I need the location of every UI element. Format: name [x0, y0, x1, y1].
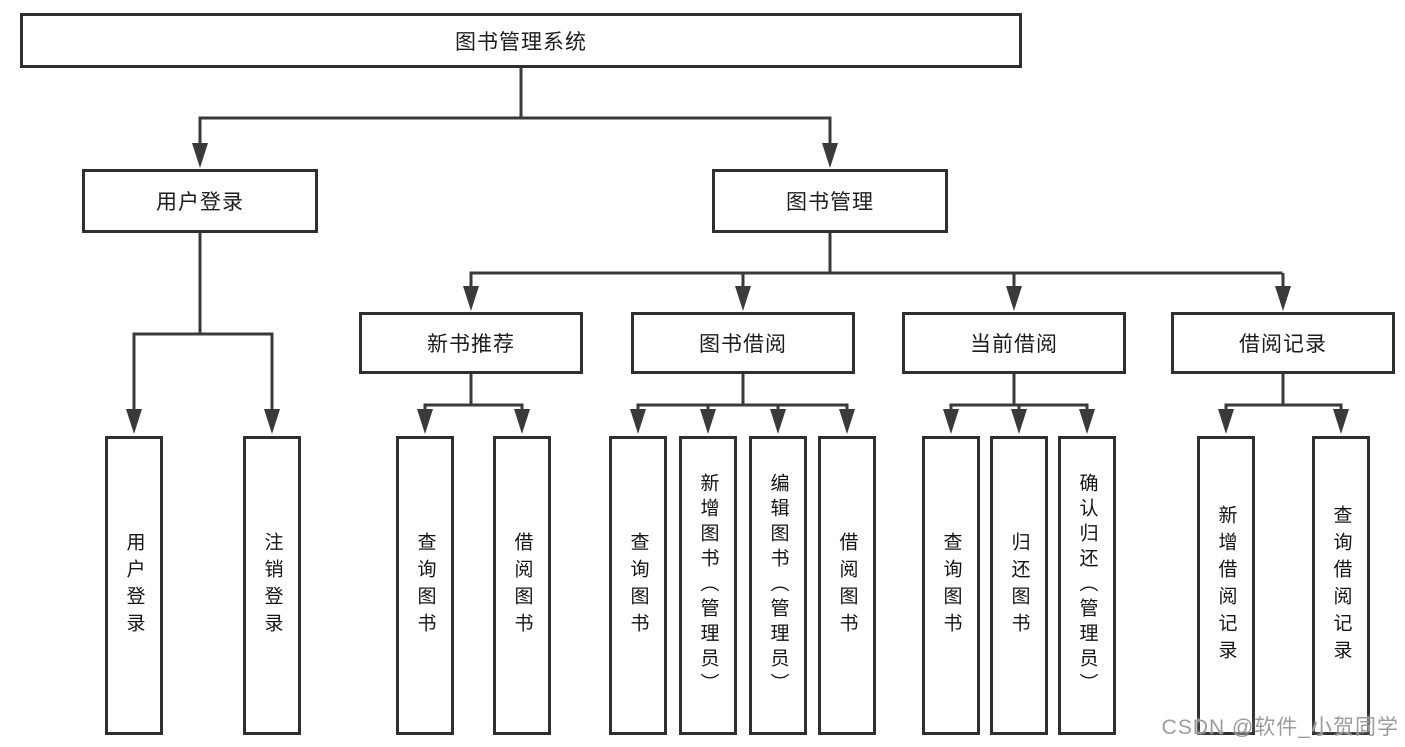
node-user-login: 用户登录	[82, 169, 318, 233]
leaf-label: 归还图书	[1008, 531, 1030, 640]
leaf-label: 查询图书	[414, 531, 436, 640]
leaf-label: 新增借阅记录	[1215, 504, 1237, 667]
leaf-current-confirm-return-admin: 确认归还（管理员）	[1058, 436, 1116, 735]
node-book-borrow: 图书借阅	[631, 312, 855, 374]
leaf-current-return-books: 归还图书	[990, 436, 1048, 735]
leaf-label: 编辑图书（管理员）	[767, 473, 789, 698]
node-library-management-system: 图书管理系统	[20, 13, 1022, 68]
leaf-borrow-add-books-admin: 新增图书（管理员）	[679, 436, 737, 735]
leaf-label: 新增图书（管理员）	[697, 473, 719, 698]
leaf-label: 确认归还（管理员）	[1076, 473, 1098, 698]
leaf-recommend-borrow-books: 借阅图书	[493, 436, 551, 735]
leaf-label: 查询图书	[940, 531, 962, 640]
leaf-label: 查询图书	[627, 531, 649, 640]
leaf-borrow-edit-books-admin: 编辑图书（管理员）	[749, 436, 807, 735]
watermark: CSDN @软件_小贺同学	[1161, 716, 1399, 739]
arrowhead-icons	[126, 143, 1349, 434]
node-current-borrow: 当前借阅	[902, 312, 1126, 374]
leaf-label: 注销登录	[261, 531, 283, 640]
leaf-record-query-borrow-record: 查询借阅记录	[1312, 436, 1370, 735]
leaf-label: 借阅图书	[511, 531, 533, 640]
node-borrow-record: 借阅记录	[1171, 312, 1395, 374]
leaf-recommend-query-books: 查询图书	[396, 436, 454, 735]
leaf-user-login: 用户登录	[105, 436, 163, 735]
leaf-borrow-borrow-books: 借阅图书	[818, 436, 876, 735]
node-new-book-recommend: 新书推荐	[359, 312, 583, 374]
leaf-current-query-books: 查询图书	[922, 436, 980, 735]
leaf-label: 借阅图书	[836, 531, 858, 640]
node-book-management: 图书管理	[712, 169, 948, 233]
leaf-logout: 注销登录	[243, 436, 301, 735]
leaf-label: 用户登录	[123, 531, 145, 640]
leaf-borrow-query-books: 查询图书	[609, 436, 667, 735]
leaf-record-add-borrow-record: 新增借阅记录	[1197, 436, 1255, 735]
leaf-label: 查询借阅记录	[1330, 504, 1352, 667]
